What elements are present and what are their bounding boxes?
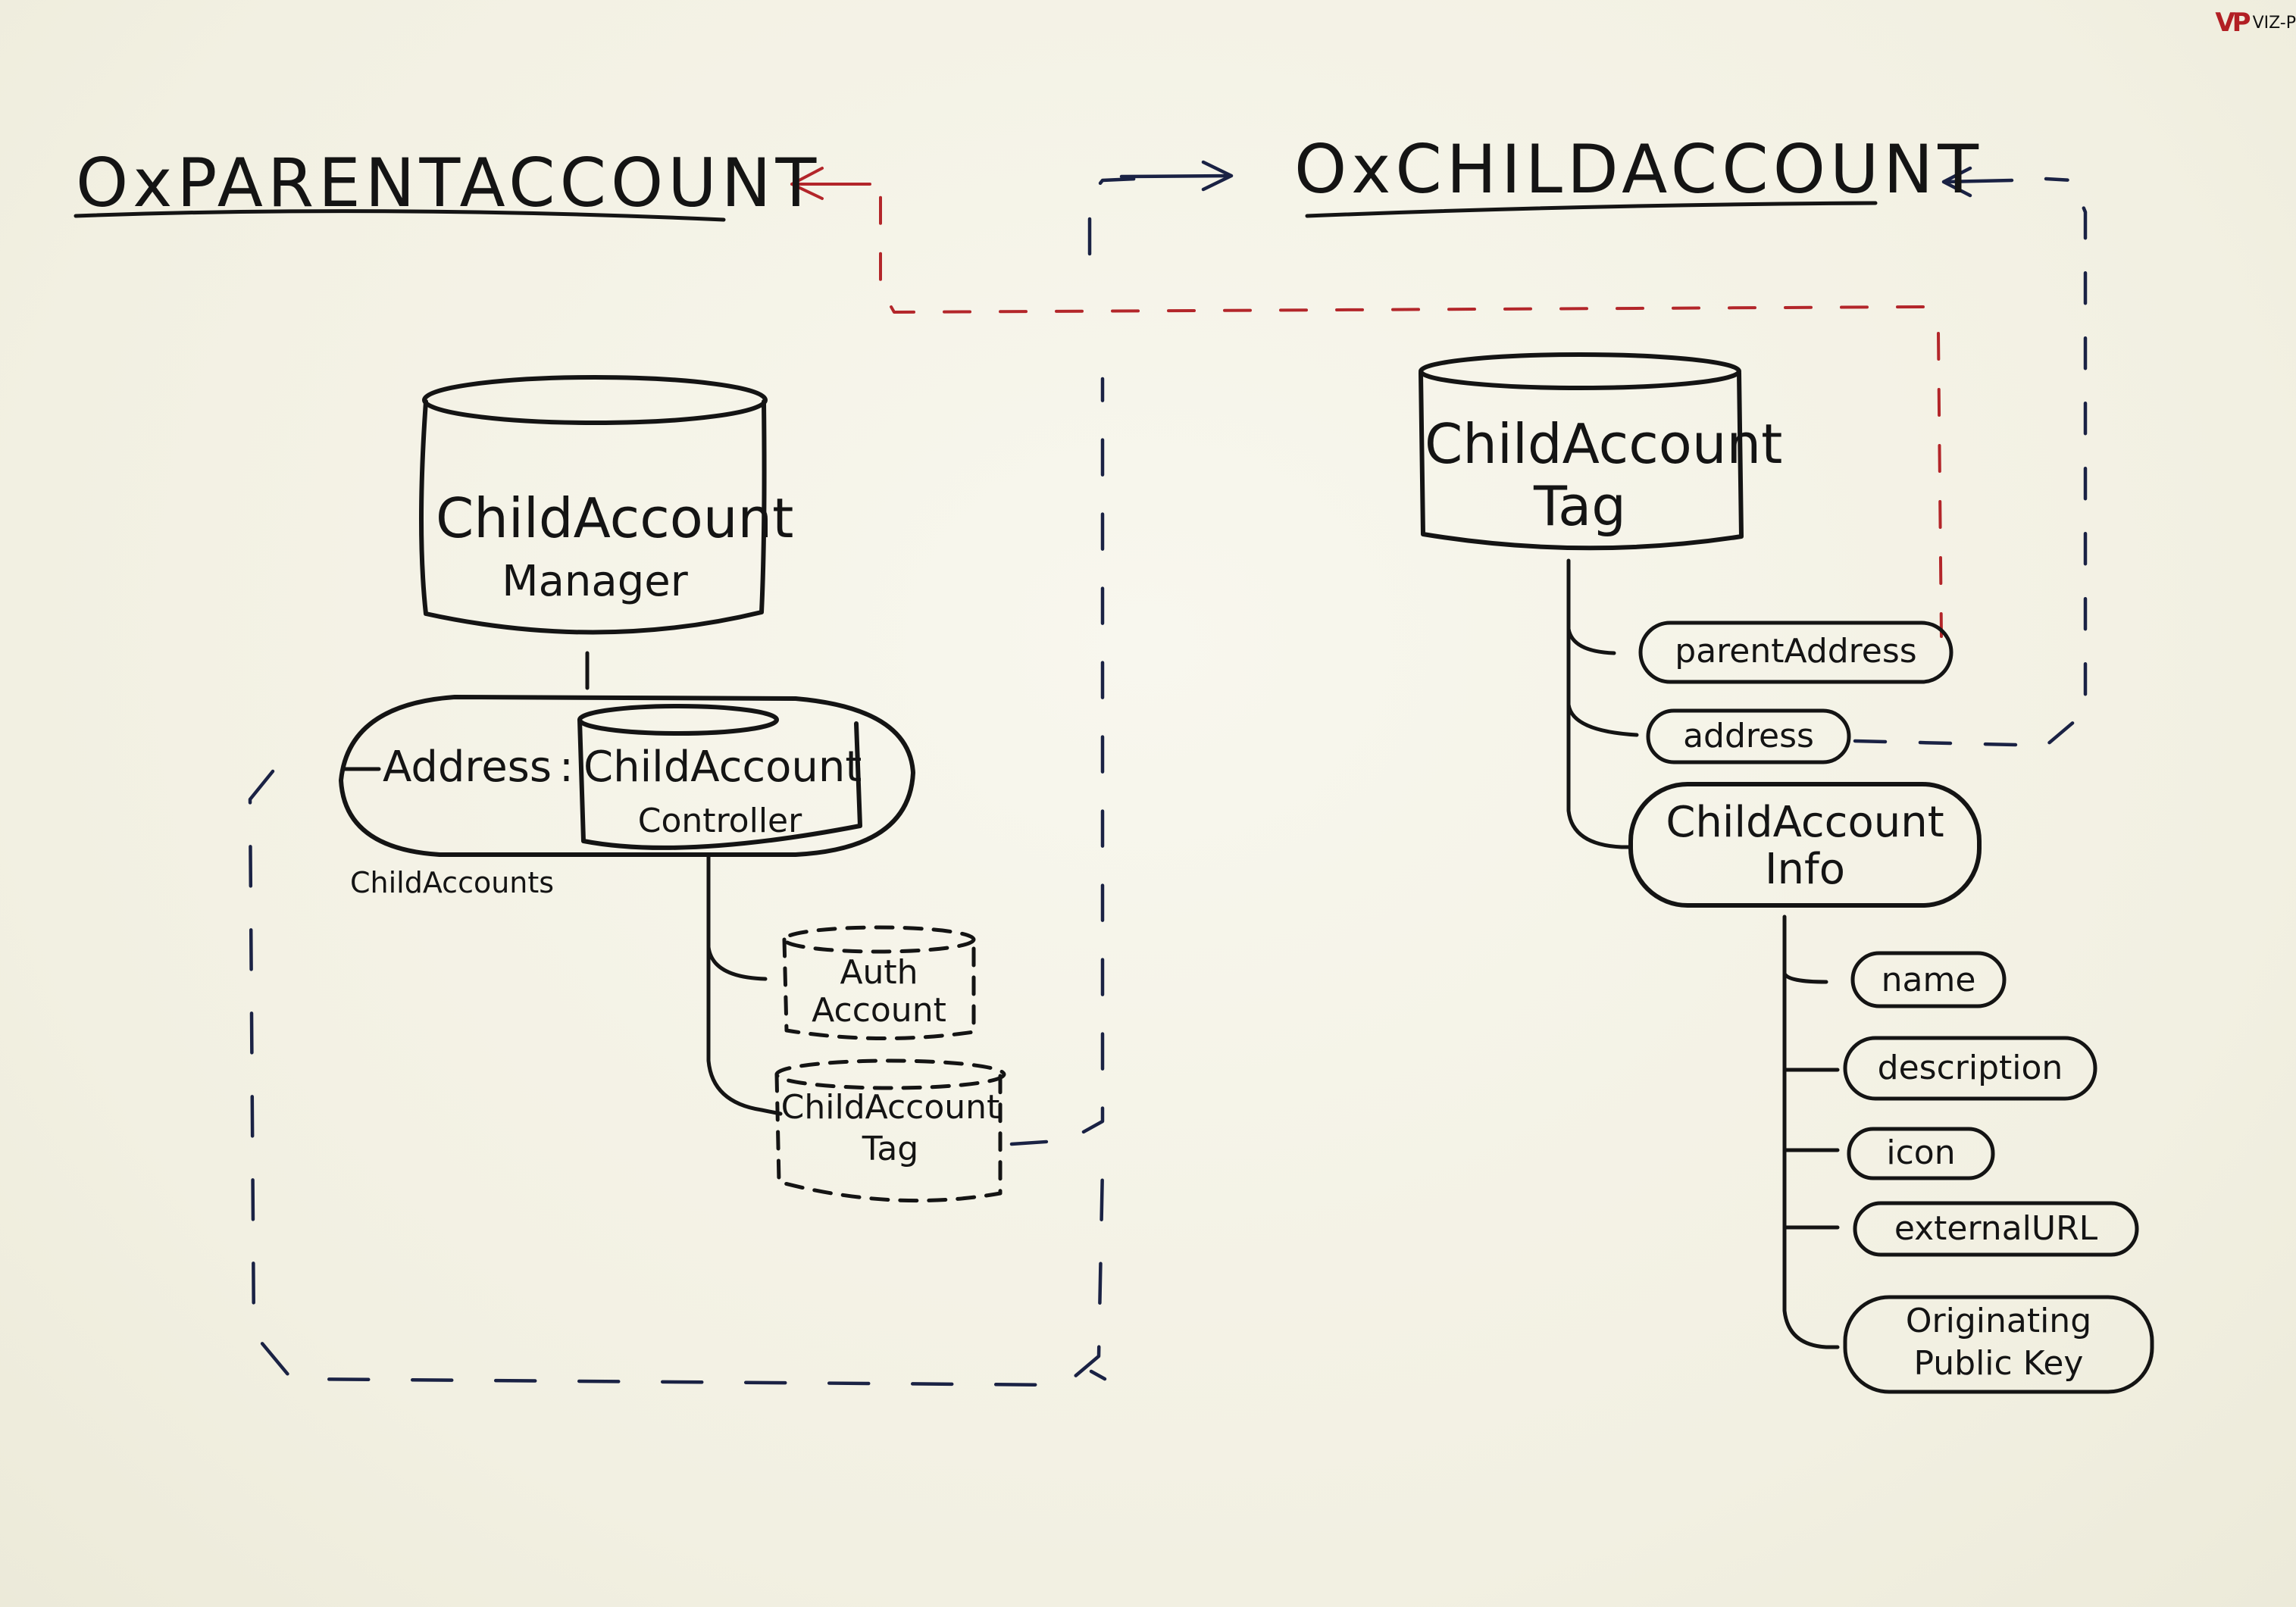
tag-ownership-arrowhead xyxy=(1119,160,1234,192)
address-pill xyxy=(1646,708,1851,764)
child-tag-tree-lines xyxy=(1566,558,1639,849)
external-url-pill xyxy=(1853,1201,2139,1257)
child-accounts-map-shape xyxy=(339,695,915,857)
map-colon: : xyxy=(559,743,574,792)
parent-tag-line2: Tag xyxy=(862,1130,919,1168)
child-tag-title: ChildAccount xyxy=(1425,412,1783,476)
vizp-logo-text: VIZ-P xyxy=(2252,13,2296,33)
manager-title: ChildAccount xyxy=(436,486,794,550)
icon-pill xyxy=(1847,1127,1995,1180)
description-pill xyxy=(1843,1036,2097,1101)
external-url-field: externalURL xyxy=(1894,1209,2098,1248)
address-arrowhead xyxy=(1941,166,2014,198)
address-link xyxy=(1853,177,2088,748)
originating-key-line2: Public Key xyxy=(1913,1344,2084,1383)
parent-title-underline xyxy=(74,209,726,222)
vizp-logo-mark: VP xyxy=(2215,8,2251,38)
parent-address-arrowhead xyxy=(790,167,871,200)
auth-account-shape xyxy=(782,925,976,1040)
parent-tag-shape xyxy=(774,1058,1006,1203)
parent-address-pill xyxy=(1638,621,1953,684)
controller-subtitle: Controller xyxy=(637,802,802,840)
child-account-info-subtitle: Info xyxy=(1765,845,1845,894)
address-field: address xyxy=(1683,717,1814,755)
vizp-logo: VP VIZ-P xyxy=(2215,8,2296,38)
auth-account-line2: Account xyxy=(812,991,946,1030)
controller-title: ChildAccount xyxy=(583,743,862,792)
address-key-label: Address xyxy=(383,743,552,792)
child-accounts-boundary xyxy=(248,769,1105,1387)
controller-cylinder-shape xyxy=(577,704,862,850)
parent-address-field: parentAddress xyxy=(1675,632,1917,671)
originating-public-key-pill xyxy=(1843,1295,2154,1394)
child-account-info-title: ChildAccount xyxy=(1666,798,1944,847)
child-tag-subtitle: Tag xyxy=(1534,474,1626,538)
description-field: description xyxy=(1877,1049,2063,1087)
child-accounts-map-label: ChildAccounts xyxy=(350,866,555,899)
child-title-underline xyxy=(1305,201,1878,218)
name-pill xyxy=(1850,951,2007,1008)
parent-address-link xyxy=(879,188,1943,638)
originating-key-line1: Originating xyxy=(1905,1302,2092,1340)
auth-account-line1: Auth xyxy=(840,953,918,992)
manager-cylinder-shape xyxy=(419,375,768,635)
tag-ownership-link xyxy=(1009,177,1139,1381)
manager-subtitle: Manager xyxy=(502,557,688,606)
child-account-info-pill xyxy=(1628,782,1982,908)
name-field: name xyxy=(1881,961,1976,999)
controller-tree-lines xyxy=(706,852,783,1116)
parent-tag-line1: ChildAccount xyxy=(780,1088,1000,1127)
child-tag-cylinder-shape xyxy=(1419,352,1744,551)
info-tree-lines xyxy=(1782,914,1840,1349)
child-account-title: OxCHILDACCOUNT xyxy=(1294,130,1983,208)
parent-account-title: OxPARENTACCOUNT xyxy=(76,144,821,222)
icon-field: icon xyxy=(1886,1133,1956,1172)
